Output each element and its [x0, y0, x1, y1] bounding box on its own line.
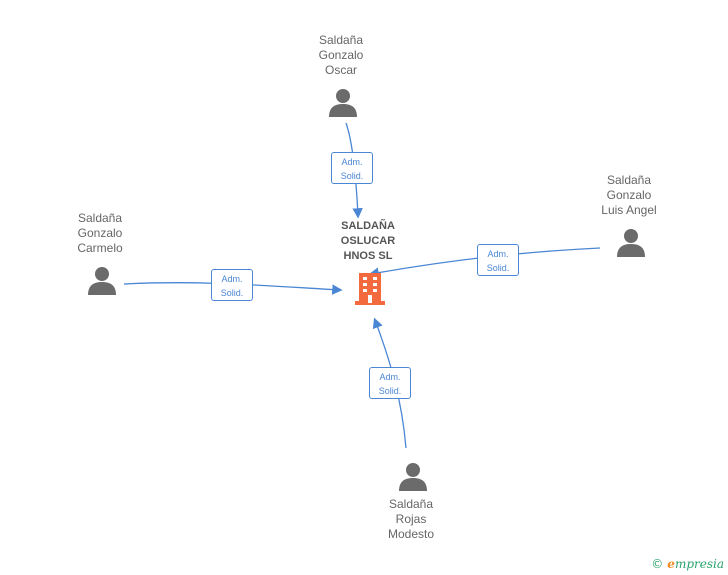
role-badge-oscar[interactable]: Adm. Solid.	[331, 152, 373, 184]
person-name-line: Saldaña	[77, 211, 123, 225]
person-name-oscar: Saldaña Gonzalo Oscar	[286, 33, 396, 78]
person-name-line: Carmelo	[77, 241, 123, 255]
role-badge-luis[interactable]: Adm. Solid.	[477, 244, 519, 276]
person-name-line: Rojas	[395, 512, 427, 526]
person-name-line: Gonzalo	[77, 226, 123, 240]
role-badge-modesto[interactable]: Adm. Solid.	[369, 367, 411, 399]
person-name-line: Gonzalo	[606, 188, 652, 202]
company-name: SALDAÑA OSLUCAR HNOS SL	[313, 219, 423, 264]
person-icon[interactable]	[328, 88, 358, 118]
brand-footer[interactable]: ©empresia	[651, 557, 724, 571]
person-name-line: Saldaña	[606, 173, 652, 187]
role-label: Solid.	[220, 288, 244, 298]
person-icon[interactable]	[616, 228, 646, 258]
role-label: Adm.	[379, 372, 401, 382]
role-badge-carmelo[interactable]: Adm. Solid.	[211, 269, 253, 301]
person-name-line: Saldaña	[318, 33, 364, 47]
person-icon[interactable]	[87, 266, 117, 296]
person-name-line: Modesto	[387, 527, 435, 541]
person-name-line: Gonzalo	[318, 48, 364, 62]
person-name-line: Saldaña	[388, 497, 434, 511]
person-name-carmelo: Saldaña Gonzalo Carmelo	[45, 211, 155, 256]
person-name-line: Oscar	[324, 63, 357, 77]
person-name-line: Luis Angel	[601, 203, 657, 217]
role-label: Adm.	[487, 249, 509, 259]
role-label: Solid.	[378, 386, 402, 396]
person-icon[interactable]	[398, 462, 428, 492]
copyright-icon: ©	[651, 557, 664, 571]
role-label: Solid.	[340, 171, 364, 181]
brand-logo-initial: e	[667, 557, 675, 571]
role-label: Solid.	[486, 263, 510, 273]
person-name-luis: Saldaña Gonzalo Luis Angel	[574, 173, 684, 218]
person-name-modesto: Saldaña Rojas Modesto	[356, 497, 466, 542]
company-name-line: HNOS SL	[343, 250, 393, 262]
role-label: Adm.	[341, 157, 363, 167]
company-name-line: SALDAÑA	[341, 220, 395, 232]
company-name-line: OSLUCAR	[340, 235, 396, 247]
brand-logo-text: mpresia	[674, 557, 724, 571]
role-label: Adm.	[221, 274, 243, 284]
building-icon[interactable]	[355, 271, 385, 305]
